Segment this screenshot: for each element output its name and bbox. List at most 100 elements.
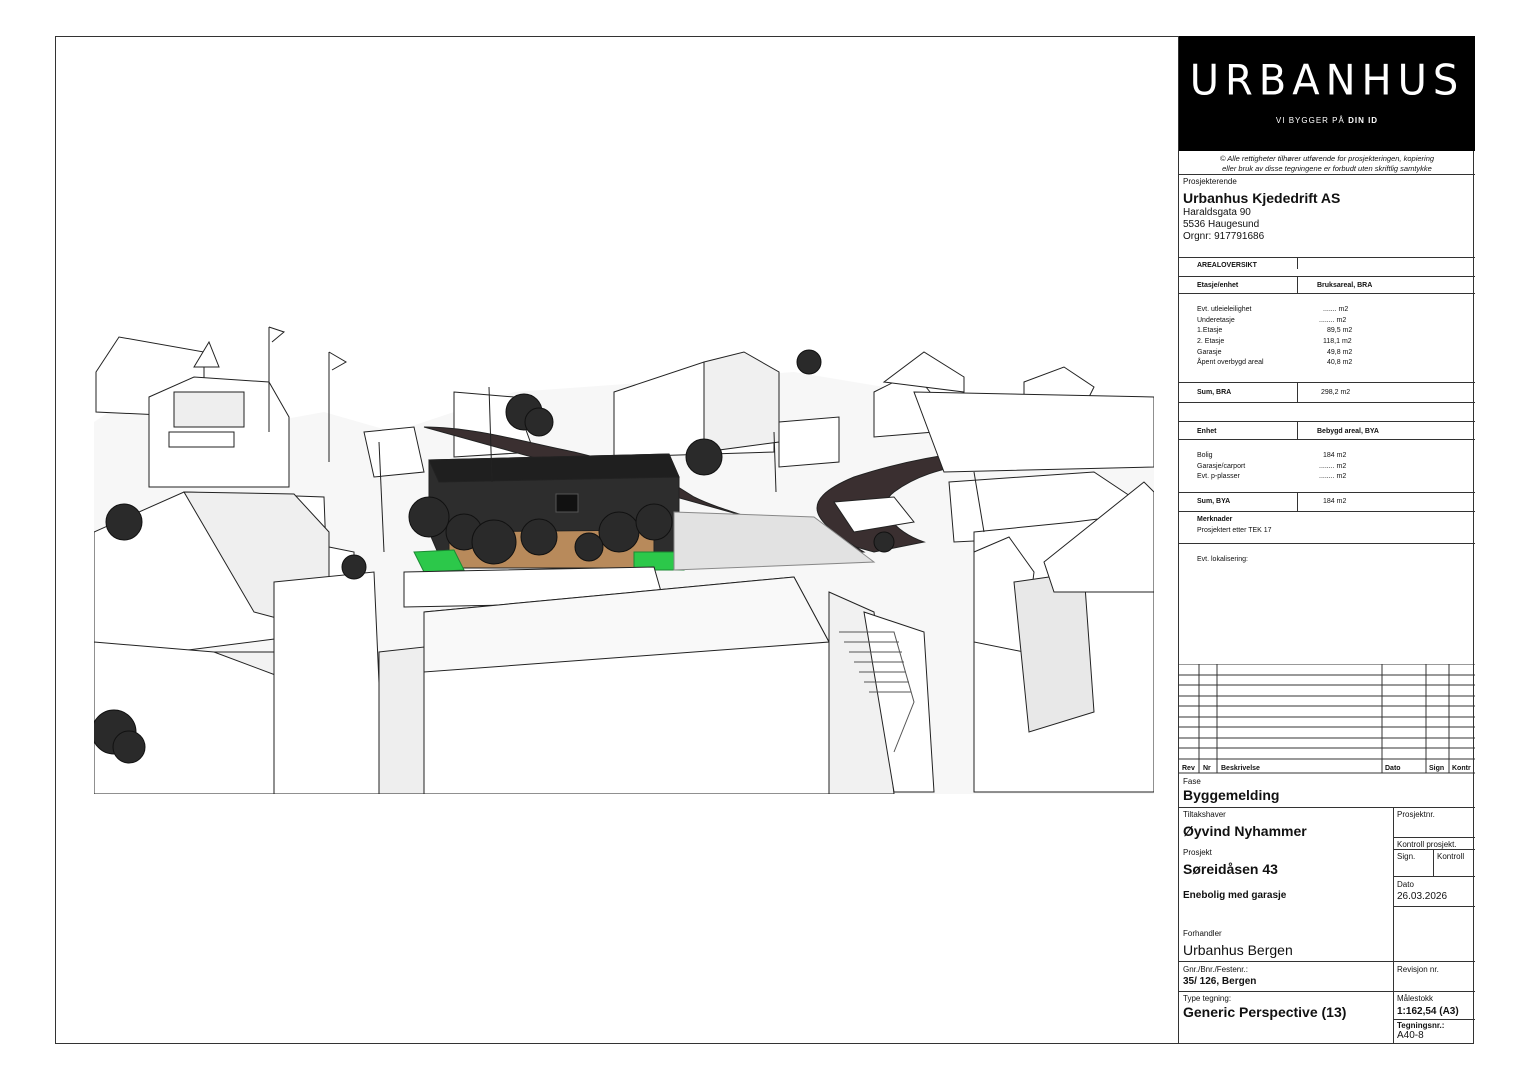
divider — [1179, 174, 1475, 175]
logo-tagline: VI BYGGER PÅ DIN ID — [1179, 116, 1475, 125]
area-col-floor: Etasje/enhet — [1197, 282, 1239, 289]
rev-col-check: Kontr — [1452, 765, 1471, 772]
area-title: AREALOVERSIKT — [1197, 262, 1257, 269]
control-sign-label: Sign. — [1397, 852, 1416, 861]
phase-label: Fase — [1183, 777, 1201, 786]
area-sum-bra-label: Sum, BRA — [1197, 389, 1232, 396]
area-row-label: Underetasje — [1197, 317, 1235, 324]
bya-row-value: ........ m2 — [1319, 463, 1347, 470]
urbanhus-logo: URBANHUS VI BYGGER PÅ DIN ID — [1179, 36, 1475, 151]
divider — [1179, 991, 1475, 992]
revision-label: Revisjon nr. — [1397, 965, 1439, 974]
area-row-value: 49,8 m2 — [1327, 349, 1353, 356]
area-col-bra: Bruksareal, BRA — [1317, 282, 1373, 289]
designer-city: 5536 Haugesund — [1183, 219, 1260, 230]
divider — [1433, 849, 1434, 876]
designer-label: Prosjekterende — [1183, 177, 1237, 186]
area-row-label: 1.Etasje — [1197, 327, 1223, 334]
divider — [1179, 961, 1475, 962]
area-sum-bya-label: Sum, BYA — [1197, 498, 1231, 505]
control-label: Kontroll prosjekt. — [1397, 840, 1457, 849]
designer-orgnr: Orgnr: 917791686 — [1183, 231, 1265, 242]
project-description: Enebolig med garasje — [1183, 890, 1287, 901]
drawing-type-label: Type tegning: — [1183, 994, 1232, 1003]
area-row-value: ........ m2 — [1319, 317, 1347, 324]
area-row-value: ....... m2 — [1323, 306, 1349, 313]
property-value: 35/ 126, Bergen — [1183, 976, 1257, 987]
tagline-bold: DIN ID — [1348, 116, 1379, 125]
area-row-label: Evt. utleieleilighet — [1197, 306, 1252, 313]
designer-street: Haraldsgata 90 — [1183, 207, 1251, 218]
project-label: Prosjekt — [1183, 848, 1212, 857]
dealer-label: Forhandler — [1183, 929, 1222, 938]
divider — [1297, 382, 1298, 402]
owner-label: Tiltakshaver — [1183, 810, 1226, 819]
bya-row-value: ........ m2 — [1319, 473, 1347, 480]
divider — [1179, 402, 1475, 403]
divider — [1179, 807, 1475, 808]
area-row-label: Åpent overbygd areal — [1197, 359, 1264, 366]
divider — [1179, 276, 1475, 277]
divider — [1179, 543, 1475, 544]
divider — [1179, 293, 1475, 294]
copyright-line-1: © Alle rettigheter tilhører utførende fo… — [1219, 154, 1435, 163]
divider — [1297, 421, 1298, 439]
project-no-label: Prosjektnr. — [1397, 810, 1435, 819]
title-block: URBANHUS VI BYGGER PÅ DIN ID © Alle rett… — [1178, 36, 1475, 1044]
divider — [1297, 257, 1298, 269]
revision-table-grid — [1179, 664, 1475, 774]
divider — [1179, 421, 1475, 422]
divider — [1393, 807, 1394, 999]
drawing-no-label: Tegningsnr.: — [1397, 1021, 1445, 1030]
drawing-sheet — [55, 36, 1474, 1044]
perspective-view — [94, 326, 1154, 794]
divider — [1393, 1019, 1475, 1020]
project-value: Søreidåsen 43 — [1183, 861, 1278, 877]
divider — [1393, 837, 1475, 838]
divider — [1297, 276, 1298, 293]
area-col-unit: Enhet — [1197, 428, 1217, 435]
drawing-no-value: A40-8 — [1397, 1030, 1424, 1041]
area-sum-bra-value: 298,2 m2 — [1321, 389, 1351, 396]
notes-label: Merknader — [1197, 516, 1233, 523]
divider — [1179, 382, 1475, 383]
scale-label: Målestokk — [1397, 994, 1434, 1003]
area-row-value: 89,5 m2 — [1327, 327, 1353, 334]
bya-row-label: Bolig — [1197, 452, 1213, 459]
logo-wordmark: URBANHUS — [1189, 56, 1465, 106]
date-value: 26.03.2026 — [1397, 891, 1448, 902]
bya-row-label: Evt. p-plasser — [1197, 473, 1240, 480]
divider — [1297, 492, 1298, 511]
divider — [1179, 257, 1475, 258]
divider — [1393, 906, 1475, 907]
area-row-label: 2. Etasje — [1197, 338, 1225, 345]
notes-text: Prosjektert etter TEK 17 — [1197, 527, 1272, 534]
divider — [1393, 849, 1475, 850]
rev-col-sign: Sign — [1429, 765, 1445, 772]
scale-value: 1:162,54 (A3) — [1397, 1006, 1459, 1017]
control-check-label: Kontroll — [1437, 852, 1465, 861]
drawing-type-value: Generic Perspective (13) — [1183, 1004, 1347, 1020]
bya-row-label: Garasje/carport — [1197, 463, 1246, 470]
phase-value: Byggemelding — [1183, 787, 1280, 803]
divider — [1179, 492, 1475, 493]
rev-col-date: Dato — [1385, 765, 1401, 772]
tagline-prefix: VI BYGGER PÅ — [1275, 116, 1349, 125]
divider — [1393, 991, 1394, 1044]
area-col-bya: Bebygd areal, BYA — [1317, 428, 1379, 435]
rev-col-nr: Nr — [1203, 765, 1211, 772]
divider — [1179, 511, 1475, 512]
divider — [1393, 876, 1475, 877]
dealer-value: Urbanhus Bergen — [1183, 942, 1293, 958]
area-sum-bya-value: 184 m2 — [1323, 498, 1347, 505]
area-row-value: 118,1 m2 — [1323, 338, 1352, 345]
bya-row-value: 184 m2 — [1323, 452, 1347, 459]
rev-col-desc: Beskrivelse — [1221, 765, 1260, 772]
divider — [1179, 439, 1475, 440]
copyright-line-2: eller bruk av disse tegningene er forbud… — [1222, 164, 1432, 173]
area-row-label: Garasje — [1197, 349, 1222, 356]
location-label: Evt. lokalisering: — [1197, 556, 1248, 563]
copyright-notice: © Alle rettigheter tilhører utførende fo… — [1179, 154, 1475, 174]
date-label: Dato — [1397, 880, 1414, 889]
owner-value: Øyvind Nyhammer — [1183, 823, 1307, 839]
